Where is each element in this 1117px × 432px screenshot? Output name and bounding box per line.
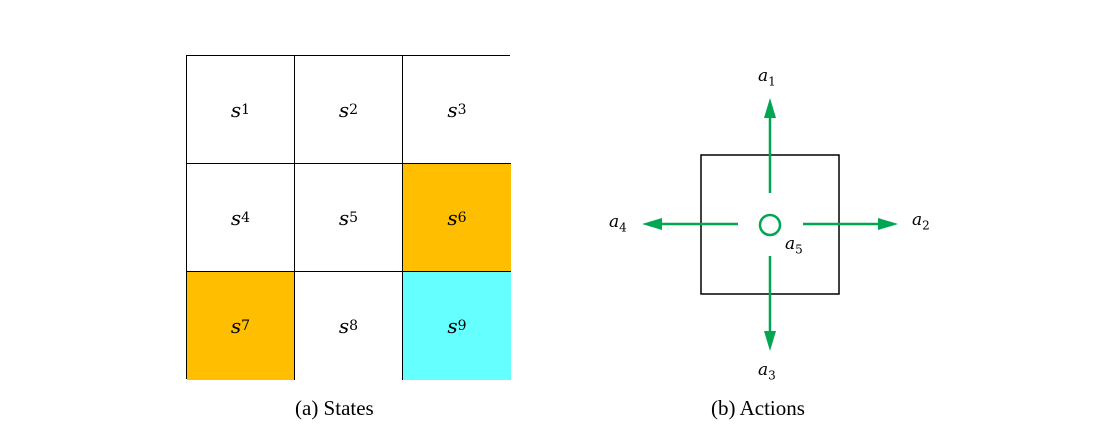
action-label-a2: a2 bbox=[912, 210, 930, 233]
state-subscript: 4 bbox=[241, 209, 251, 226]
state-subscript: 7 bbox=[241, 318, 251, 334]
state-label: s bbox=[230, 314, 242, 338]
arrow-left-icon bbox=[642, 218, 662, 230]
stay-circle-icon bbox=[758, 213, 782, 237]
state-subscript: 6 bbox=[457, 209, 467, 226]
action-label-a1: a1 bbox=[758, 66, 776, 89]
state-subscript: 1 bbox=[241, 101, 251, 118]
state-label: s bbox=[230, 97, 242, 122]
arrow-down-icon bbox=[764, 331, 776, 351]
arrow-right-icon bbox=[878, 218, 898, 230]
state-subscript: 2 bbox=[349, 101, 359, 118]
state-label: s bbox=[447, 97, 458, 122]
state-subscript: 3 bbox=[457, 101, 467, 118]
action-label-a5: a5 bbox=[785, 234, 803, 257]
state-label: s bbox=[447, 314, 458, 338]
state-label: s bbox=[338, 314, 350, 338]
state-label: s bbox=[338, 97, 350, 122]
states-caption: (a) States bbox=[295, 396, 374, 420]
arrow-up-icon bbox=[764, 98, 776, 118]
state-label: s bbox=[447, 205, 458, 230]
actions-caption: (b) Actions bbox=[711, 396, 805, 420]
state-subscript: 8 bbox=[349, 318, 359, 334]
action-label-a4: a4 bbox=[609, 212, 627, 235]
state-label: s bbox=[230, 205, 242, 230]
action-label-a3: a3 bbox=[758, 360, 776, 383]
state-subscript: 9 bbox=[457, 318, 467, 334]
state-label: s bbox=[338, 205, 350, 230]
state-subscript: 5 bbox=[349, 209, 359, 226]
